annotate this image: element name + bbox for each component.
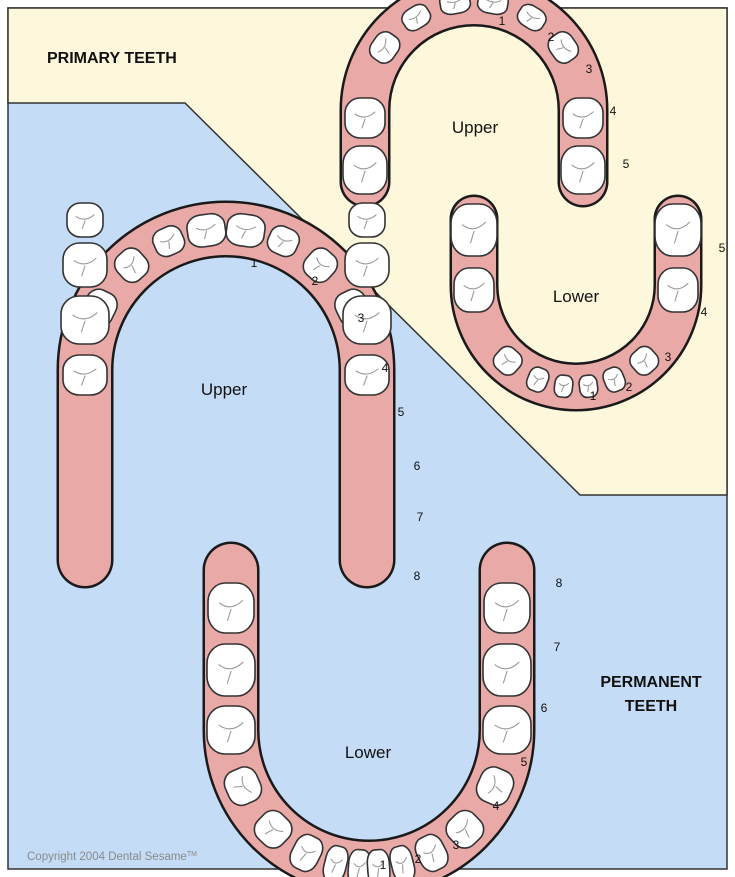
permanent-upper-tooth-16 <box>349 203 385 237</box>
primary-lower-num-3: 3 <box>665 350 672 364</box>
permanent-lower-num-4: 4 <box>493 799 500 813</box>
permanent-heading-line2: TEETH <box>625 698 677 715</box>
permanent-upper-num-7: 7 <box>417 510 424 524</box>
permanent-upper-num-1: 1 <box>251 256 258 270</box>
permanent-lower-tooth-13 <box>207 644 255 696</box>
permanent-upper-tooth-13 <box>63 243 107 287</box>
permanent-upper-tooth-11 <box>61 296 109 344</box>
primary-lower-num-4: 4 <box>701 305 708 319</box>
permanent-lower-num-5: 5 <box>521 755 528 769</box>
permanent-lower-tooth-15 <box>208 583 254 633</box>
primary-upper-num-1: 1 <box>499 14 506 28</box>
permanent-lower-num-6: 6 <box>541 701 548 715</box>
primary-upper-label: Upper <box>452 118 499 137</box>
copyright-main: Copyright 2004 Dental Sesame <box>27 851 187 863</box>
primary-upper-num-5: 5 <box>623 157 630 171</box>
primary-upper-tooth-10 <box>561 146 605 194</box>
permanent-upper-num-5: 5 <box>398 405 405 419</box>
permanent-upper-num-8: 8 <box>414 569 421 583</box>
permanent-lower-num-2: 2 <box>415 852 422 866</box>
permanent-upper-tooth-15 <box>67 203 103 237</box>
primary-lower-num-5: 5 <box>719 241 726 255</box>
permanent-upper-tooth-12 <box>343 296 391 344</box>
copyright-text: Copyright 2004 Dental SesameTM <box>27 851 197 863</box>
permanent-lower-tooth-11 <box>207 706 255 754</box>
primary-lower-tooth-8 <box>658 268 698 312</box>
permanent-upper-tooth-9 <box>63 355 107 395</box>
permanent-lower-tooth-16 <box>484 583 530 633</box>
primary-lower-label: Lower <box>553 287 600 306</box>
primary-lower-tooth-9 <box>451 204 497 256</box>
primary-upper-tooth-7 <box>345 98 385 138</box>
permanent-lower-tooth-12 <box>483 706 531 754</box>
permanent-lower-label: Lower <box>345 743 392 762</box>
primary-upper-num-4: 4 <box>610 104 617 118</box>
permanent-upper-tooth-14 <box>345 243 389 287</box>
permanent-upper-num-2: 2 <box>312 274 319 288</box>
permanent-lower-num-8: 8 <box>556 576 563 590</box>
copyright-tm: TM <box>187 851 197 858</box>
primary-lower-tooth-1 <box>553 374 574 398</box>
permanent-heading-line1: PERMANENT <box>600 674 702 691</box>
permanent-upper-num-3: 3 <box>358 311 365 325</box>
permanent-lower-num-1: 1 <box>380 858 387 872</box>
permanent-lower-tooth-2 <box>366 849 390 877</box>
primary-lower-tooth-10 <box>655 204 701 256</box>
permanent-lower-tooth-14 <box>483 644 531 696</box>
primary-upper-tooth-9 <box>343 146 387 194</box>
primary-lower-num-2: 2 <box>626 380 633 394</box>
permanent-upper-label: Upper <box>201 380 248 399</box>
primary-heading: PRIMARY TEETH <box>47 50 177 67</box>
primary-upper-num-2: 2 <box>548 30 555 44</box>
permanent-upper-num-4: 4 <box>382 361 389 375</box>
permanent-upper-num-6: 6 <box>414 459 421 473</box>
primary-upper-tooth-8 <box>563 98 603 138</box>
permanent-lower-num-3: 3 <box>453 838 460 852</box>
permanent-lower-num-7: 7 <box>554 640 561 654</box>
primary-upper-num-3: 3 <box>586 62 593 76</box>
primary-lower-tooth-7 <box>454 268 494 312</box>
primary-lower-num-1: 1 <box>590 389 597 403</box>
